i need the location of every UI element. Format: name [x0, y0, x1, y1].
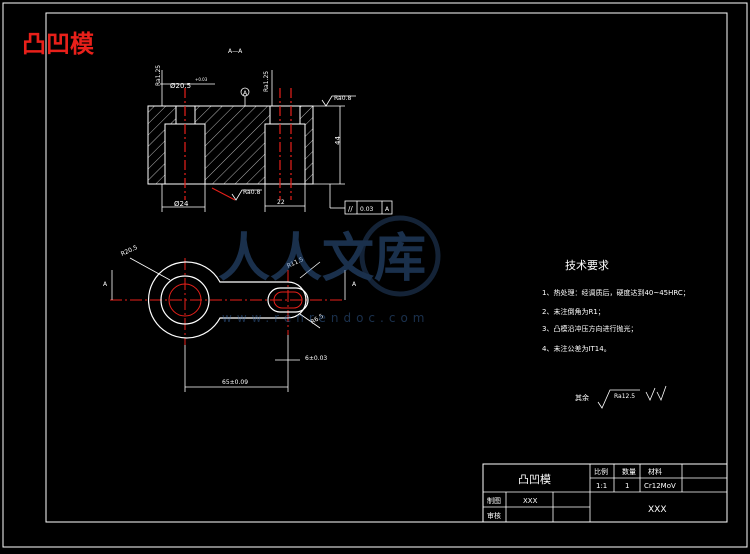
right-hole [264, 123, 306, 185]
surface-finish-bottom-icon [231, 189, 262, 201]
punch-outline [147, 261, 307, 339]
title-block-qty: 1 [625, 482, 629, 490]
section-label: A—A [228, 48, 243, 55]
ra-top-left: Ra1.25 [155, 65, 162, 86]
surface-finish-icon [321, 95, 356, 107]
ra-top-right: Ra1.25 [263, 71, 270, 92]
title-block-draw-label: 制图 [487, 496, 501, 505]
watermark-text: 人人文库 [218, 229, 426, 289]
tech-heading: 技术要求 [565, 259, 609, 272]
gdt-datum: A [385, 206, 390, 213]
dim-plan-radius: R20.5 [120, 244, 139, 258]
tech-item-4: 4、未注公差为IT14。 [542, 344, 611, 353]
watermark-logo-icon [359, 215, 441, 297]
title-block-name: 凸凹模 [518, 473, 551, 486]
dim-width-bottom: 22 [277, 199, 285, 206]
title-block-qty-header: 数量 [622, 467, 636, 476]
tech-item-3: 3、凸模沿冲压方向进行抛光； [542, 324, 637, 333]
title-block-mat-header: 材料 [648, 467, 662, 476]
section-view: Ø20.5 +0.03 Ra1.25 Ra1.25 A Ra0.8 44 Ø24… [147, 65, 393, 215]
slot-outer [267, 287, 309, 313]
datum-label: A [243, 90, 248, 97]
ra-bottom: Ra0.8 [243, 189, 260, 196]
dim-dia-top-tol: +0.03 [195, 77, 208, 82]
surface-label: 其余 [575, 393, 589, 402]
checkmark-icon [645, 385, 667, 402]
watermark-url: www.renrendoc.com [222, 311, 429, 325]
tech-requirements: 技术要求 1、热处理：经调质后，硬度达到40~45HRC； 2、未注倒角为R1；… [542, 259, 690, 409]
ra-right: Ra0.8 [334, 95, 351, 102]
dim-height: 44 [334, 136, 342, 145]
title-block-scale: 1:1 [596, 482, 607, 490]
dim-dia-bottom: Ø24 [174, 200, 189, 208]
gdt-symbol: // [348, 205, 353, 213]
title-block-check-label: 审核 [487, 511, 501, 520]
tech-item-2: 2、未注倒角为R1； [542, 307, 605, 316]
dim-plan-x: 65±0.09 [222, 379, 248, 386]
title-block-company: XXX [648, 505, 667, 515]
drawing-title: 凸凹模 [22, 30, 95, 58]
tech-item-1: 1、热处理：经调质后，硬度达到40~45HRC； [542, 288, 690, 297]
gdt-value: 0.03 [360, 206, 374, 213]
large-hole [160, 275, 210, 325]
title-block-scale-header: 比例 [594, 467, 608, 476]
title-block-draw-value: XXX [523, 497, 538, 505]
gdt-frame [344, 200, 393, 215]
inner-frame [45, 12, 728, 523]
watermark: 人人文库 www.renrendoc.com [218, 215, 441, 325]
dim-dia-top: Ø20.5 [170, 82, 191, 90]
dim-plan-y: 6±0.03 [305, 355, 327, 362]
surface-finish-general-icon [597, 389, 640, 409]
title-block: 凸凹模 比例 数量 材料 1:1 1 Cr12MoV 制图 XXX 审核 XXX [482, 463, 728, 523]
surface-value: Ra12.5 [614, 393, 635, 400]
section-arrow-right: A [352, 281, 357, 288]
title-block-mat: Cr12MoV [644, 482, 676, 490]
section-arrow-left: A [103, 281, 108, 288]
